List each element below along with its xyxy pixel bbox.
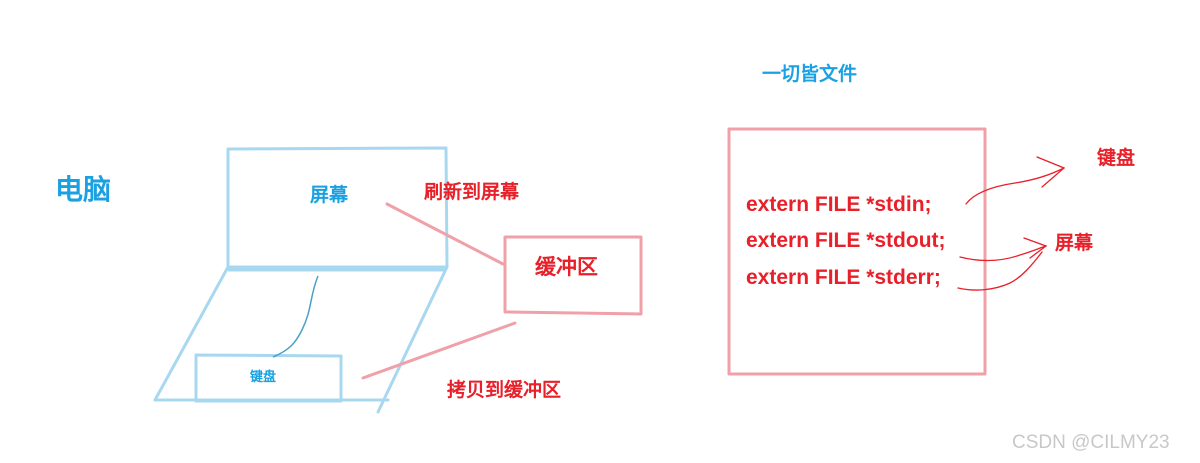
code-line-stderr: extern FILE *stderr; — [746, 266, 941, 289]
stdin-arrow — [965, 156, 1066, 205]
refresh-connector-line — [385, 202, 505, 266]
screen-target-label: 屏幕 — [1055, 232, 1094, 254]
stdout-arrow — [959, 237, 1048, 262]
watermark: CSDN @CILMY23 — [1012, 432, 1170, 453]
code-line-stdin: extern FILE *stdin; — [746, 193, 932, 216]
keyboard-target-label: 键盘 — [1097, 147, 1136, 169]
computer-label: 电脑 — [55, 173, 112, 206]
code-line-stdout: extern FILE *stdout; — [746, 229, 946, 252]
copy-connector-line — [361, 321, 517, 380]
laptop-base-outline — [153, 265, 449, 414]
monitor-outline — [226, 146, 449, 269]
copy-to-buffer-label: 拷贝到缓冲区 — [447, 379, 562, 401]
stderr-arrow — [957, 251, 1043, 291]
screen-label: 屏幕 — [310, 184, 349, 206]
everything-is-file-title: 一切皆文件 — [762, 63, 858, 85]
keyboard-label: 键盘 — [250, 370, 277, 385]
refresh-to-screen-label: 刷新到屏幕 — [424, 181, 520, 203]
keyboard-cable — [272, 275, 319, 358]
keyboard-box-outline — [194, 353, 343, 403]
file-box-outline — [727, 127, 987, 376]
buffer-label: 缓冲区 — [535, 255, 598, 279]
buffer-box-outline — [503, 235, 643, 316]
